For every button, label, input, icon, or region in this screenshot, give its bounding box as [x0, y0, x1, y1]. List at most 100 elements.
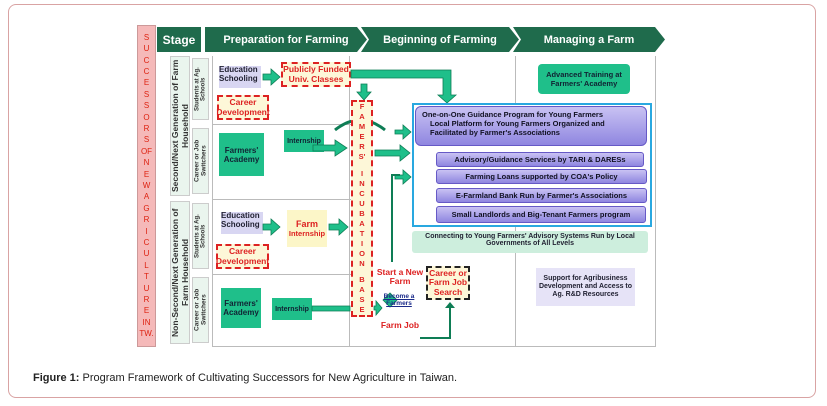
side-letter: U	[143, 283, 150, 293]
arrow-icon	[356, 83, 372, 101]
incubation-letter: S'	[358, 152, 366, 162]
agribusiness-support: Support for Agribusiness Development and…	[536, 268, 635, 306]
farm-internship-line1: Farm	[295, 219, 318, 229]
arrow-icon	[445, 302, 455, 308]
career-development-2: Career Development	[216, 244, 269, 269]
grid-line	[655, 56, 656, 346]
side-letter: N	[143, 158, 150, 168]
side-letter: S	[143, 32, 150, 42]
education-schooling-1: Education Schooling	[219, 65, 261, 88]
incubation-letter: O	[359, 248, 365, 258]
side-letter: L	[144, 260, 149, 270]
start-new-farm: Start a New Farm	[376, 267, 424, 287]
side-letter: C	[143, 55, 150, 65]
incubation-letter: A	[359, 285, 365, 295]
career-development-1: Career Development	[216, 95, 270, 120]
side-letter: R	[143, 215, 150, 225]
header-stage: Stage	[157, 27, 201, 52]
incubation-letter: I	[360, 168, 364, 178]
arrow-icon	[394, 169, 412, 185]
grid-line	[212, 346, 656, 347]
incubation-letter: I	[360, 238, 364, 248]
incubation-letter: C	[359, 188, 365, 198]
grid-line	[349, 56, 350, 346]
header-managing: Managing a Farm	[513, 27, 665, 52]
arrow-icon	[311, 305, 351, 312]
header-beginning: Beginning of Farming	[361, 27, 519, 52]
incubation-letter: A	[359, 112, 365, 122]
side-letter: U	[143, 44, 150, 54]
side-letter: A	[143, 192, 150, 202]
incubation-letter: E	[359, 305, 365, 315]
grid-line	[212, 274, 352, 275]
side-letter: OF	[140, 146, 153, 156]
landlords-program: Small Landlords and Big-Tenant Farmers p…	[436, 206, 646, 223]
side-letter: G	[143, 203, 150, 213]
farmers-academy-2: Farmers' Academy	[221, 288, 261, 328]
guidance-programs: One-on-One Guidance Program for Young Fa…	[415, 106, 647, 146]
grid-line	[212, 199, 352, 200]
caption-text: Program Framework of Cultivating Success…	[79, 372, 458, 384]
grid-line	[212, 56, 213, 346]
advisory-services: Advisory/Guidance Services by TARI & DAR…	[436, 152, 644, 167]
side-letter: S	[143, 101, 150, 111]
incubation-letter: B	[359, 208, 365, 218]
side-letter: C	[143, 66, 150, 76]
farming-loans: Farming Loans supported by COA's Policy	[436, 169, 647, 184]
farm-job: Farm Job	[380, 320, 420, 330]
education-schooling-2: Education Schooling	[221, 211, 263, 234]
farm-internship-line2: Internship	[288, 229, 326, 238]
incubation-letter: N	[359, 178, 365, 188]
side-letter: E	[143, 306, 150, 316]
incubation-letter: A	[359, 218, 365, 228]
bullet-local-platform: Local Platform for Young Farmers Organiz…	[430, 119, 605, 137]
arrow-icon	[312, 139, 348, 157]
advanced-training: Advanced Training at Farmers' Academy	[538, 64, 630, 94]
incubation-letter: U	[359, 198, 365, 208]
connector-line	[391, 174, 400, 262]
career-farm-job-search: Career or Farm Job Search	[426, 266, 470, 300]
side-letter: S	[143, 89, 150, 99]
side-letter: T	[144, 272, 149, 282]
header-preparation: Preparation for Farming	[205, 27, 367, 52]
arrow-icon	[262, 68, 281, 86]
connecting-advisory-systems: Connecting to Young Farmers' Advisory Sy…	[412, 231, 648, 253]
incubation-letter: E	[359, 132, 365, 142]
side-letter: U	[143, 249, 150, 259]
arrow-icon	[382, 292, 398, 308]
arrow-icon	[373, 299, 383, 317]
side-letter: IN	[142, 317, 151, 327]
side-letter: I	[145, 226, 148, 236]
incubation-letter: N	[359, 258, 365, 268]
incubation-letter: T	[359, 228, 365, 238]
side-letter: C	[143, 238, 150, 248]
figure-card	[8, 4, 816, 398]
bullet-one-on-one: One-on-One Guidance Program for Young Fa…	[422, 110, 603, 119]
arrow-icon	[350, 69, 458, 104]
side-letter: E	[143, 78, 150, 88]
arrow-icon	[374, 144, 411, 162]
arrow-icon	[328, 218, 349, 236]
incubation-letter: M	[358, 122, 366, 132]
farmers-academy-1: Farmers' Academy	[219, 133, 264, 176]
side-letter: O	[143, 112, 150, 122]
incubation-letter: B	[359, 275, 365, 285]
publicly-funded-classes: Publicly Funded Univ. Classes	[281, 62, 351, 87]
side-letter: R	[143, 123, 150, 133]
internship-2: Internship	[272, 298, 312, 320]
become-a-farmer: Become a Farmers	[383, 293, 415, 307]
side-letter: TW.	[139, 329, 154, 339]
side-letter: R	[143, 295, 150, 305]
incubation-letter: S	[359, 295, 365, 305]
connector-line	[420, 308, 451, 339]
side-letter: E	[143, 169, 150, 179]
arrow-icon	[394, 124, 412, 140]
e-farmland-bank: E-Farmland Bank Run by Farmer's Associat…	[436, 188, 647, 203]
figure-caption: Figure 1: Program Framework of Cultivati…	[33, 372, 457, 384]
caption-label: Figure 1:	[33, 372, 80, 384]
incubation-letter: R	[359, 142, 365, 152]
